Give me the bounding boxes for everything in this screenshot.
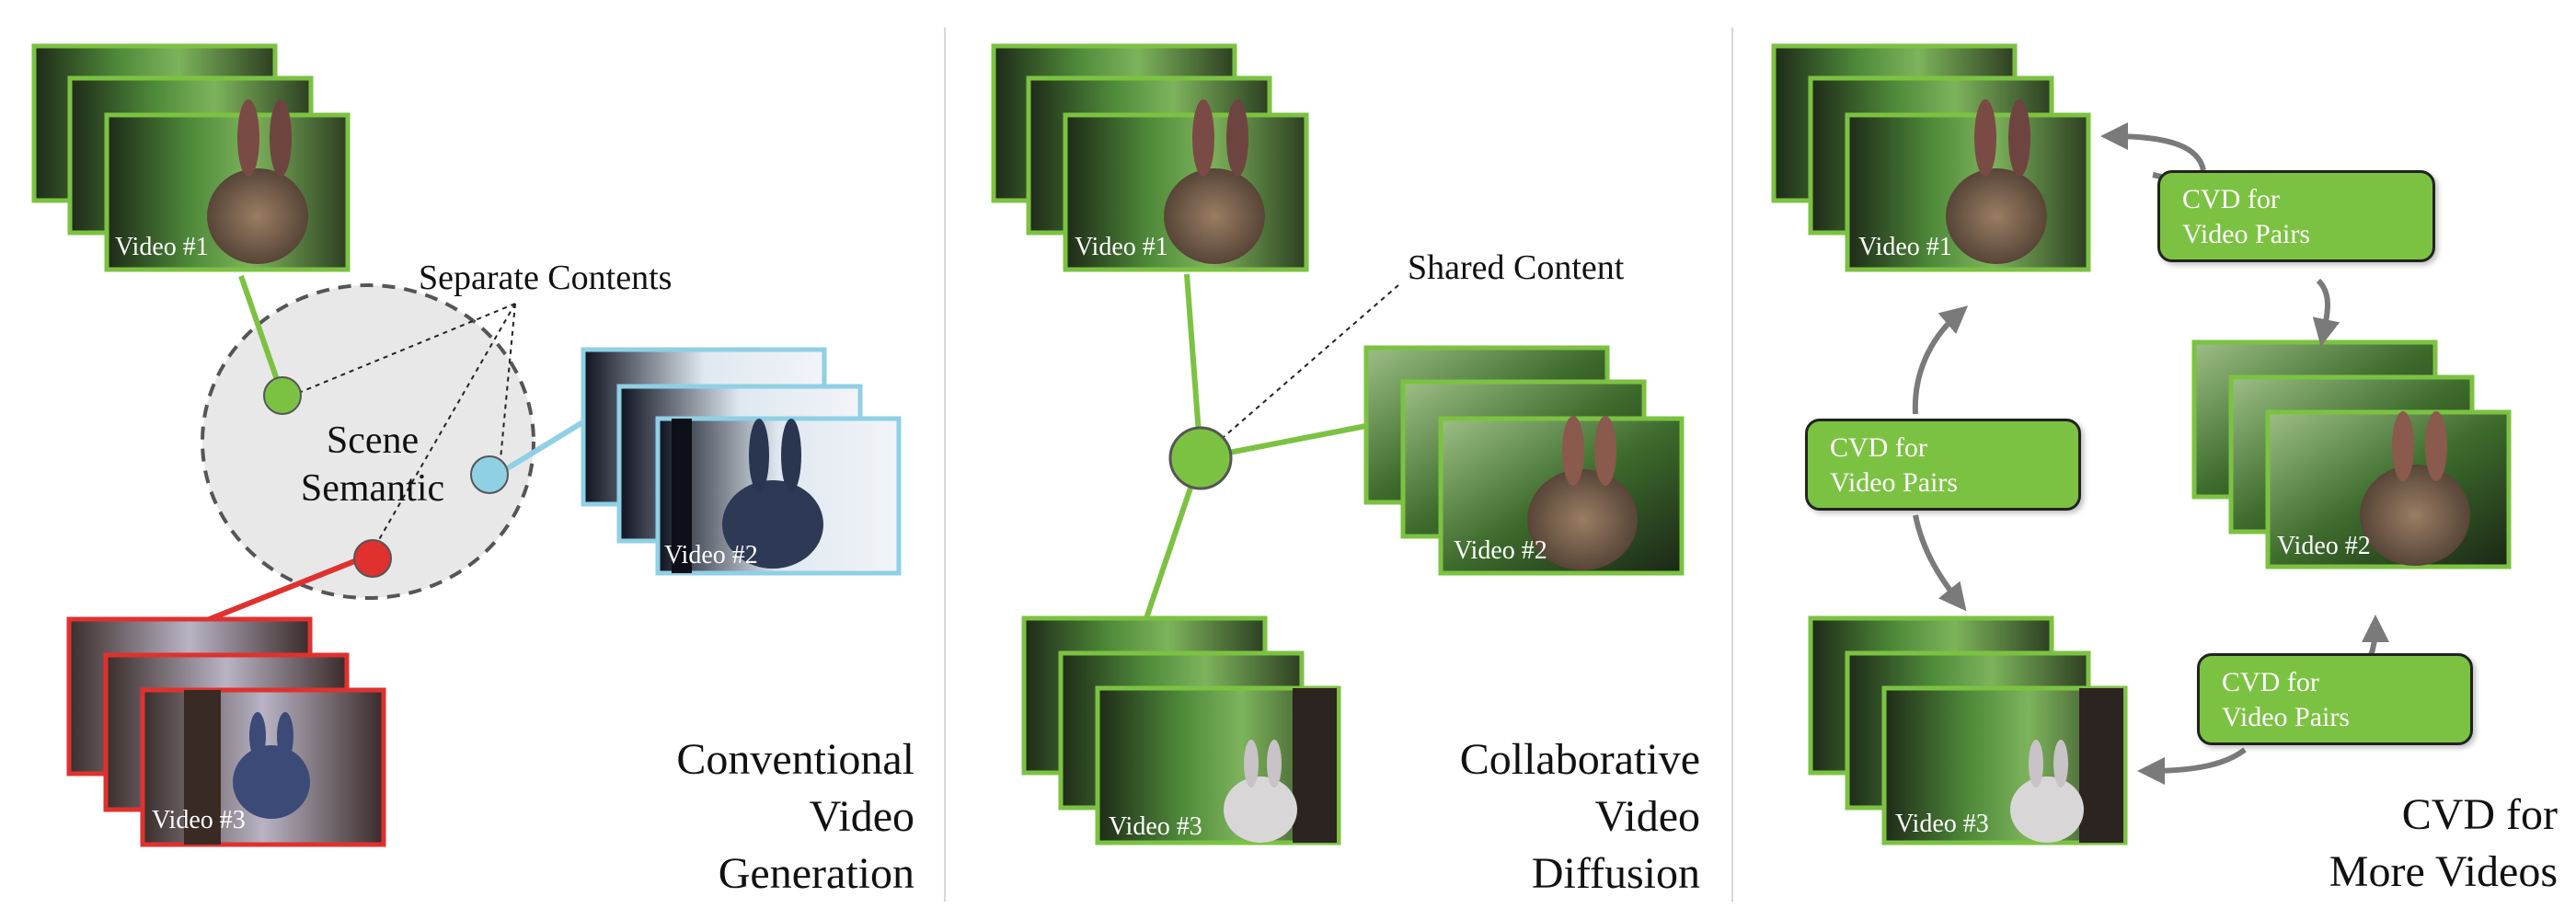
panel3-title-line-1: CVD for bbox=[2401, 790, 2558, 839]
panel1-title-line-2: Video bbox=[809, 792, 914, 841]
p1-video3-stack bbox=[66, 616, 386, 847]
p2-video3-stack bbox=[1021, 615, 1341, 845]
cvd-pair-box-left-line-2: Video Pairs bbox=[1830, 467, 1959, 498]
separate-contents-label: Separate Contents bbox=[419, 259, 673, 297]
content-node-red bbox=[353, 539, 392, 578]
cvd-pair-box-top-line-1: CVD for bbox=[2182, 184, 2280, 214]
p2-video2-stack bbox=[1363, 345, 1685, 576]
cvd-pair-box-bottom-line-2: Video Pairs bbox=[2222, 702, 2351, 732]
p2-video3-label: Video #3 bbox=[1109, 812, 1202, 841]
cvd-pair-box-top: CVD for Video Pairs bbox=[2157, 170, 2435, 262]
panel3-title-line-2: More Videos bbox=[2329, 847, 2558, 896]
p2-video1-stack bbox=[991, 43, 1309, 272]
p3-video2-stack bbox=[2191, 339, 2512, 569]
p1-video3-label: Video #3 bbox=[152, 806, 246, 834]
panel1-title-line-1: Conventional bbox=[676, 735, 914, 784]
panel2-title-line-1: Collaborative bbox=[1459, 735, 1700, 784]
p3-video1-stack bbox=[1771, 43, 2091, 272]
p3-video3-stack bbox=[1808, 615, 2128, 845]
p1-video2-label: Video #2 bbox=[664, 541, 758, 569]
panel2-title-line-3: Diffusion bbox=[1531, 849, 1700, 898]
shared-content-label: Shared Content bbox=[1408, 248, 1625, 287]
cvd-pair-box-bottom-line-1: CVD for bbox=[2222, 667, 2319, 697]
p1-video1-stack bbox=[31, 43, 351, 272]
p3-video2-label: Video #2 bbox=[2277, 532, 2371, 560]
panel-title-conventional: Conventional Video Generation bbox=[635, 731, 914, 903]
panel1-title-line-3: Generation bbox=[718, 849, 914, 898]
separate-contents-pointers bbox=[284, 303, 516, 544]
panel-title-cvd-more: CVD for More Videos bbox=[2263, 787, 2558, 901]
p1-video1-label: Video #1 bbox=[115, 233, 209, 261]
scene-semantic-ellipse bbox=[201, 283, 535, 600]
p3-video1-label: Video #1 bbox=[1858, 233, 1952, 261]
content-node-blue bbox=[470, 455, 509, 494]
scene-semantic-line-1: Scene bbox=[326, 420, 420, 462]
panel-title-collaborative: Collaborative Video Diffusion bbox=[1417, 731, 1700, 903]
shared-content-pointer bbox=[1223, 284, 1399, 438]
shared-content-node bbox=[1168, 426, 1233, 490]
cvd-pair-box-bottom: CVD for Video Pairs bbox=[2197, 653, 2473, 745]
cvd-pair-box-left: CVD for Video Pairs bbox=[1805, 419, 2081, 511]
cvd-pair-box-left-line-1: CVD for bbox=[1830, 432, 1927, 463]
connector-video1-green bbox=[238, 275, 285, 397]
connector-video3-red bbox=[191, 554, 368, 628]
connector-video2-blue bbox=[504, 416, 591, 472]
scene-semantic-line-2: Semantic bbox=[300, 467, 445, 510]
p3-video3-label: Video #3 bbox=[1895, 810, 1989, 838]
panel2-title-line-2: Video bbox=[1594, 792, 1700, 841]
content-node-green bbox=[263, 376, 302, 415]
p2-video2-label: Video #2 bbox=[1454, 536, 1547, 565]
cvd-pair-box-top-line-2: Video Pairs bbox=[2182, 219, 2311, 249]
p2-video1-label: Video #1 bbox=[1075, 233, 1168, 261]
scene-semantic-label: Scene Semantic bbox=[285, 417, 460, 512]
p1-video2-stack bbox=[581, 347, 902, 576]
